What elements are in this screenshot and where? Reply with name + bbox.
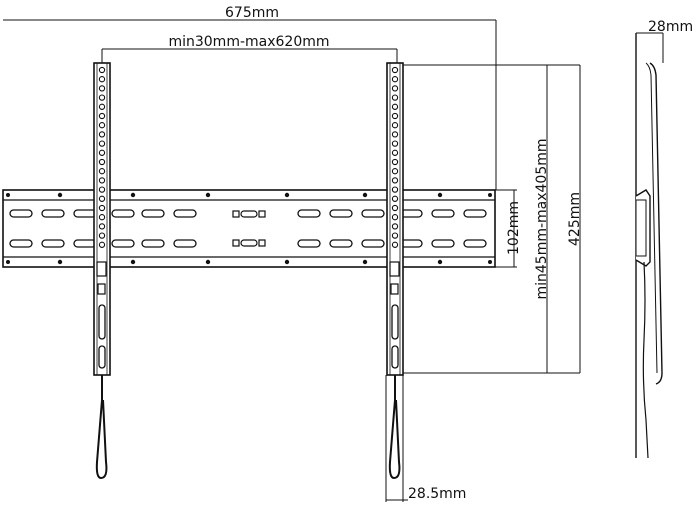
plate-slot bbox=[463, 209, 487, 218]
plate-slot bbox=[361, 209, 385, 218]
plate-slots bbox=[9, 209, 487, 248]
arm-hole bbox=[391, 204, 399, 212]
dim-arm-spacing: min30mm-max620mm bbox=[101, 34, 398, 63]
plate-hole bbox=[437, 259, 443, 265]
plate-hole bbox=[205, 259, 211, 265]
label-arm-length: 425mm bbox=[567, 192, 583, 246]
label-plate-height: 102mm bbox=[506, 201, 522, 255]
arm-hole bbox=[391, 158, 399, 166]
dim-arm-width: 28.5mm bbox=[385, 375, 466, 502]
plate-hole bbox=[284, 259, 290, 265]
left-arm-holes bbox=[98, 66, 106, 248]
arm-hole bbox=[98, 112, 106, 120]
plate-slot bbox=[297, 239, 321, 248]
arm-hole bbox=[391, 195, 399, 202]
arm-hole bbox=[98, 241, 106, 248]
arm-hole bbox=[98, 66, 106, 74]
plate-holes bbox=[57, 192, 443, 265]
arm-hole bbox=[98, 85, 106, 92]
plate-slot bbox=[297, 209, 321, 218]
arm-hole bbox=[98, 223, 106, 230]
right-arm-holes bbox=[391, 66, 399, 248]
arm-hole bbox=[98, 131, 106, 138]
plate-hole bbox=[57, 259, 63, 265]
plate-slot bbox=[329, 209, 353, 218]
arm-hole bbox=[391, 214, 399, 221]
arm-hole bbox=[391, 241, 399, 248]
plate-slot bbox=[111, 209, 135, 218]
plate-slot bbox=[463, 239, 487, 248]
arm-hole bbox=[98, 158, 106, 166]
plate-slot bbox=[431, 239, 455, 248]
plate-slot bbox=[9, 209, 33, 218]
plate-slot bbox=[431, 209, 455, 218]
dim-overall-width: 675mm bbox=[3, 5, 497, 190]
plate-slot bbox=[73, 209, 97, 218]
plate-slot bbox=[111, 239, 135, 248]
arm-hole bbox=[391, 76, 399, 83]
dim-vertical-range: min45mm-max405mm bbox=[403, 64, 580, 374]
arm-hole bbox=[391, 103, 399, 110]
label-arm-width: 28.5mm bbox=[408, 486, 466, 502]
plate-slot bbox=[173, 209, 197, 218]
arm-hole bbox=[391, 131, 399, 138]
arm-hole bbox=[98, 103, 106, 110]
plate-hole bbox=[284, 192, 290, 198]
arm-hole bbox=[98, 122, 106, 129]
label-vertical-range: min45mm-max405mm bbox=[534, 138, 550, 299]
arm-hole bbox=[391, 223, 399, 230]
dim-arm-length: 425mm bbox=[567, 65, 583, 373]
plate-hole bbox=[437, 192, 443, 198]
arm-hole bbox=[391, 66, 399, 74]
arm-hole bbox=[391, 149, 399, 156]
arm-hole bbox=[391, 232, 399, 239]
wall-plate bbox=[2, 189, 496, 268]
arm-hole bbox=[391, 140, 399, 147]
plate-center-marks bbox=[232, 210, 266, 247]
plate-slot bbox=[361, 239, 385, 248]
arm-hole bbox=[98, 232, 106, 239]
arm-hole bbox=[391, 186, 399, 193]
plate-slot bbox=[141, 239, 165, 248]
dim-plate-height: 102mm bbox=[495, 189, 522, 268]
plate-hole bbox=[57, 192, 63, 198]
arm-hole bbox=[391, 94, 399, 101]
plate-hole bbox=[362, 192, 368, 198]
arm-hole bbox=[98, 204, 106, 212]
label-overall-width: 675mm bbox=[225, 5, 279, 21]
plate-slot bbox=[9, 239, 33, 248]
arm-hole bbox=[98, 177, 106, 184]
plate-slot bbox=[73, 239, 97, 248]
arm-hole bbox=[98, 195, 106, 202]
side-profile: 28mm bbox=[635, 19, 693, 459]
label-profile-depth: 28mm bbox=[648, 19, 693, 35]
arm-hole bbox=[98, 186, 106, 193]
arm-hole bbox=[98, 149, 106, 156]
arm-hole bbox=[391, 177, 399, 184]
plate-slot bbox=[41, 239, 65, 248]
plate-slot bbox=[41, 209, 65, 218]
arm-hole bbox=[391, 168, 399, 175]
plate-slot bbox=[173, 239, 197, 248]
plate-slot bbox=[141, 209, 165, 218]
arm-hole bbox=[391, 85, 399, 92]
plate-slot bbox=[329, 239, 353, 248]
arm-hole bbox=[98, 76, 106, 83]
plate-hole bbox=[362, 259, 368, 265]
arm-hole bbox=[391, 122, 399, 129]
arm-hole bbox=[98, 168, 106, 175]
arm-hole bbox=[98, 94, 106, 101]
arm-hole bbox=[98, 140, 106, 147]
plate-hole bbox=[130, 192, 136, 198]
plate-hole bbox=[130, 259, 136, 265]
plate-hole bbox=[205, 192, 211, 198]
label-arm-spacing: min30mm-max620mm bbox=[168, 34, 329, 50]
arm-hole bbox=[391, 112, 399, 120]
arm-hole bbox=[98, 214, 106, 221]
